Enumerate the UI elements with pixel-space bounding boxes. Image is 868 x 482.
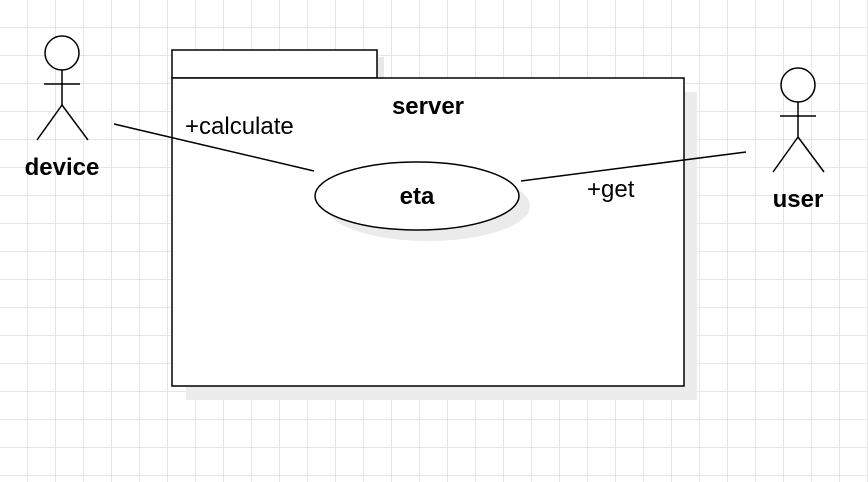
package-title: server: [392, 93, 464, 120]
package-server[interactable]: server: [171, 49, 697, 400]
association-user-eta[interactable]: [520, 151, 747, 182]
package-tab: [171, 49, 378, 79]
actor-device[interactable]: device: [25, 35, 100, 181]
actor-user-label: user: [773, 186, 824, 213]
association-label-get: +get: [587, 176, 635, 203]
use-case-eta[interactable]: eta: [314, 161, 530, 241]
actor-device-label: device: [25, 154, 100, 181]
use-case-label: eta: [400, 183, 435, 210]
actor-user[interactable]: user: [772, 67, 825, 213]
use-case-ellipse: [314, 161, 520, 231]
actor-user-icon: [772, 67, 825, 173]
actor-device-icon: [36, 35, 89, 141]
association-label-calculate: +calculate: [185, 113, 294, 140]
association-device-eta[interactable]: [113, 123, 315, 172]
